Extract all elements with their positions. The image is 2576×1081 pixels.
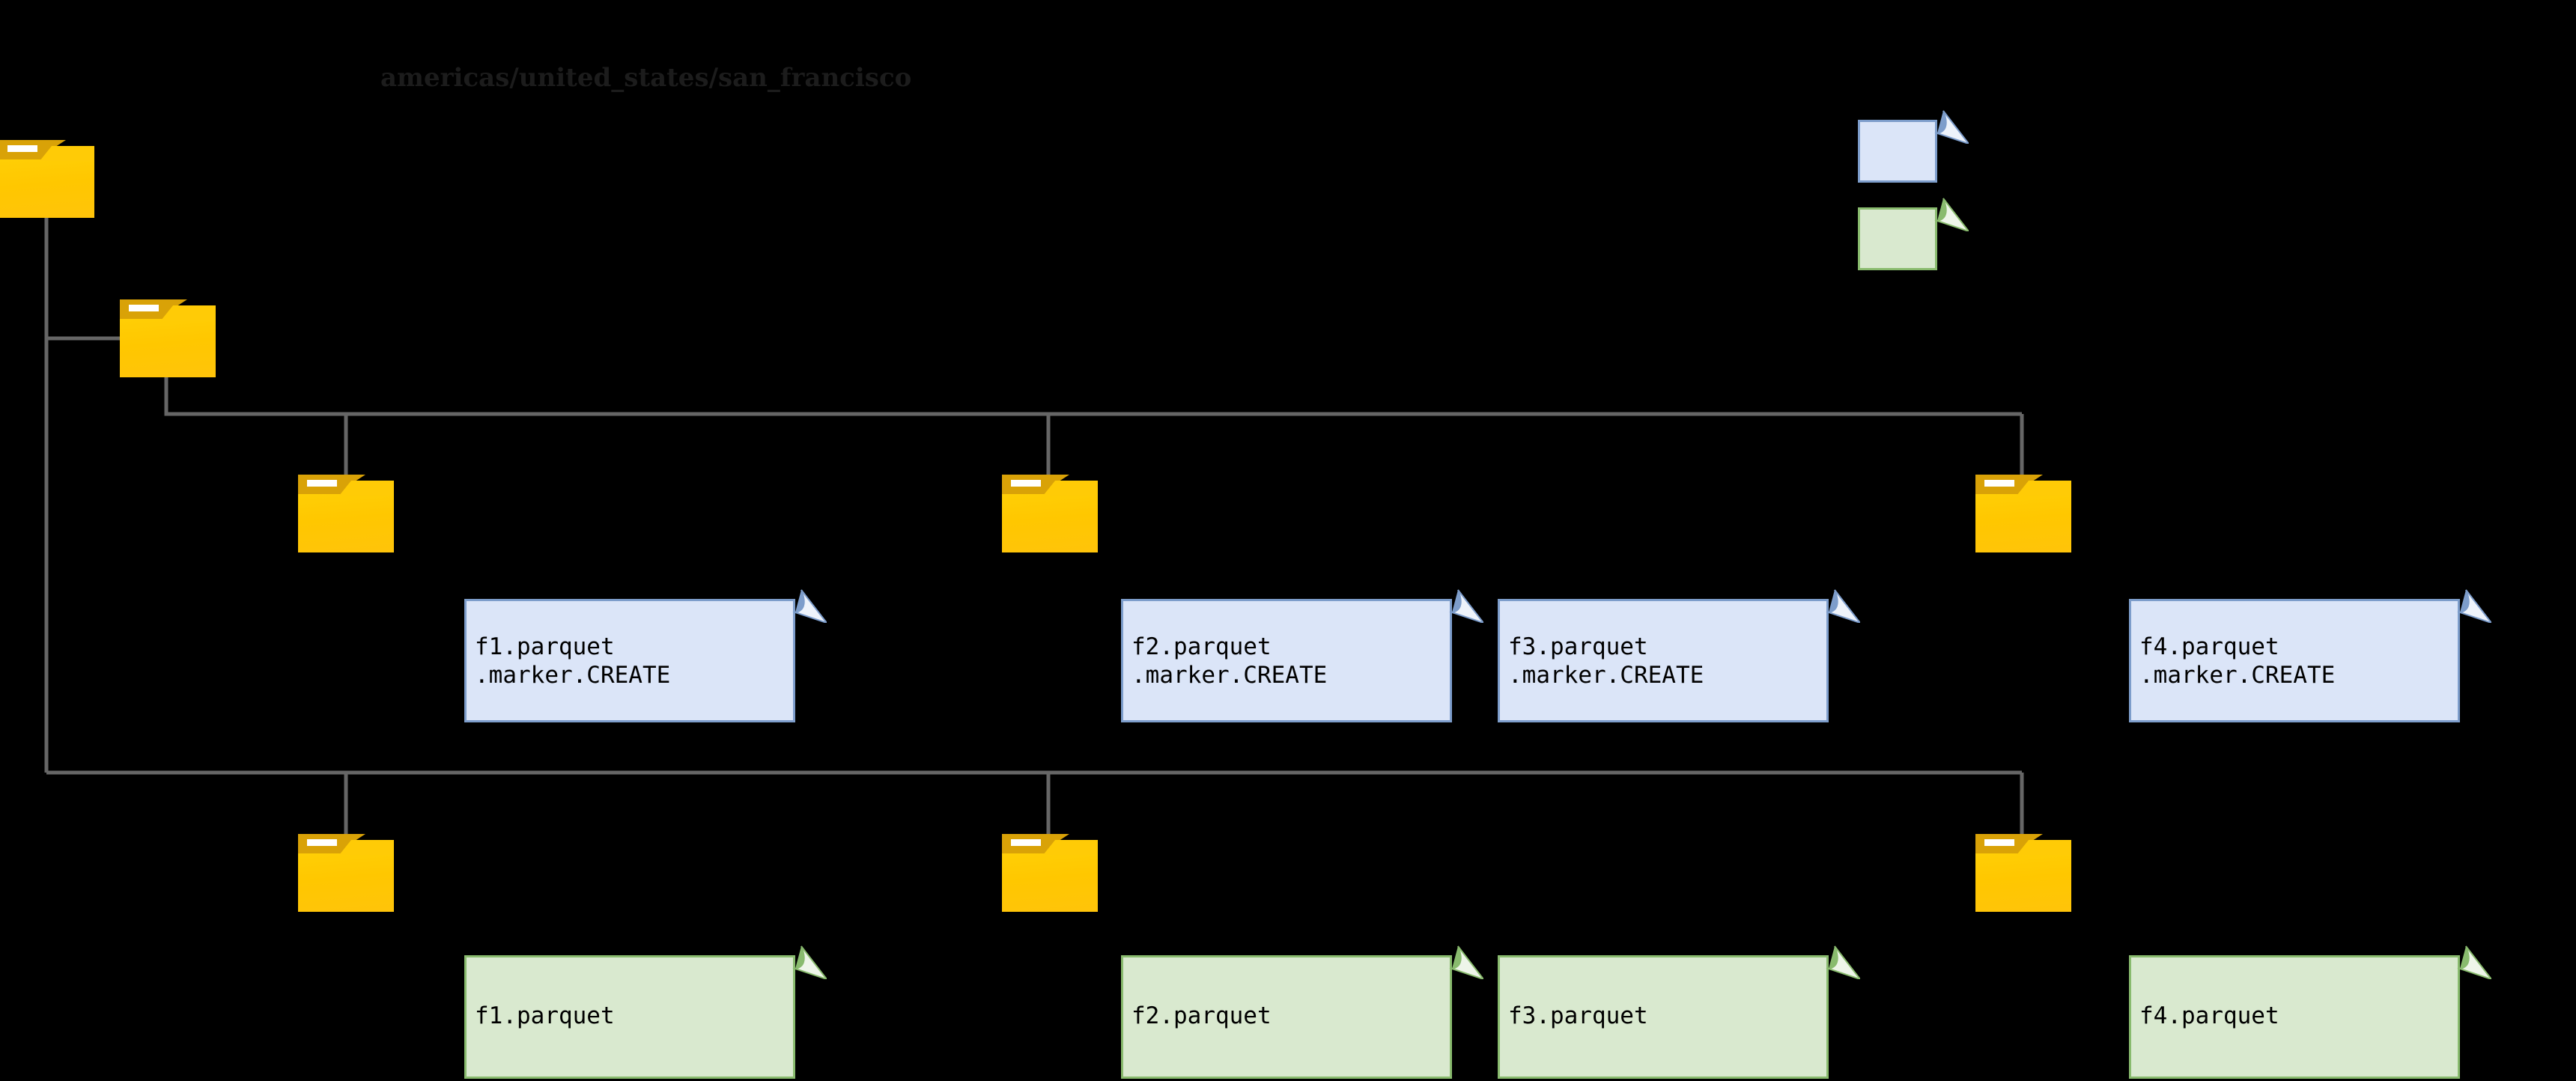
legend-swatch-marker-file bbox=[1858, 110, 1969, 183]
folder-front-flap bbox=[2017, 481, 2071, 496]
card-body bbox=[1498, 599, 1829, 722]
legend-swatch-data-file bbox=[1858, 198, 1969, 270]
marker-file-name: f2.parquet bbox=[1131, 633, 1272, 660]
folder-front-flap bbox=[1043, 840, 1098, 855]
card-body bbox=[2129, 599, 2460, 722]
folder-body bbox=[1002, 850, 1098, 912]
data-file-card-2[interactable]: f2.parquet bbox=[1121, 946, 1483, 1079]
legend-swatch-box bbox=[1858, 207, 1937, 270]
data-file-card-text: f1.parquet bbox=[475, 1002, 615, 1030]
folder-icon-child[interactable] bbox=[120, 299, 216, 377]
folder-icon-root[interactable] bbox=[0, 140, 94, 218]
folder-body bbox=[1975, 491, 2071, 552]
marker-file-card-text: f4.parquet.marker.CREATE bbox=[2139, 633, 2335, 689]
folder-label-strip bbox=[129, 305, 159, 311]
data-file-name: f1.parquet bbox=[475, 1002, 615, 1029]
marker-file-card-text: f2.parquet.marker.CREATE bbox=[1131, 633, 1327, 689]
marker-file-card-3[interactable]: f3.parquet.marker.CREATE bbox=[1498, 589, 1860, 722]
card-body bbox=[1121, 599, 1452, 722]
marker-file-card-text: f3.parquet.marker.CREATE bbox=[1508, 633, 1704, 689]
folder-body bbox=[298, 850, 394, 912]
marker-file-card-text: f1.parquet.marker.CREATE bbox=[475, 633, 670, 689]
marker-file-card-4[interactable]: f4.parquet.marker.CREATE bbox=[2129, 589, 2491, 722]
marker-file-name: f4.parquet bbox=[2139, 633, 2279, 660]
folder-icon-marker-1[interactable] bbox=[298, 475, 394, 552]
folder-icon-marker-2[interactable] bbox=[1002, 475, 1098, 552]
folder-icon-marker-3[interactable] bbox=[1975, 475, 2071, 552]
data-file-name: f3.parquet bbox=[1508, 1002, 1648, 1029]
folder-front-flap bbox=[1043, 481, 1098, 496]
legend-swatch-box bbox=[1858, 120, 1937, 183]
folder-label-strip bbox=[307, 480, 337, 487]
folder-front-flap bbox=[339, 840, 394, 855]
diagram-title: americas/united_states/san_francisco bbox=[380, 63, 912, 93]
data-file-card-text: f4.parquet bbox=[2139, 1002, 2279, 1030]
data-file-card-4[interactable]: f4.parquet bbox=[2129, 946, 2491, 1079]
marker-file-card-2[interactable]: f2.parquet.marker.CREATE bbox=[1121, 589, 1483, 722]
folder-icon-data-1[interactable] bbox=[298, 834, 394, 912]
folder-label-strip bbox=[307, 839, 337, 846]
data-file-name: f4.parquet bbox=[2139, 1002, 2279, 1029]
card-body bbox=[464, 599, 795, 722]
marker-file-suffix: .marker.CREATE bbox=[1131, 661, 1328, 689]
folder-icon-data-3[interactable] bbox=[1975, 834, 2071, 912]
data-file-card-text: f3.parquet bbox=[1508, 1002, 1648, 1030]
folder-body bbox=[1975, 850, 2071, 912]
marker-file-name: f3.parquet bbox=[1508, 633, 1648, 660]
marker-file-card-1[interactable]: f1.parquet.marker.CREATE bbox=[464, 589, 827, 722]
folder-body bbox=[298, 491, 394, 552]
folder-label-strip bbox=[7, 145, 37, 152]
folder-body bbox=[120, 316, 216, 377]
folder-body bbox=[1002, 491, 1098, 552]
data-file-name: f2.parquet bbox=[1131, 1002, 1272, 1029]
card-body bbox=[2129, 955, 2460, 1079]
marker-file-suffix: .marker.CREATE bbox=[1508, 661, 1704, 689]
data-file-card-3[interactable]: f3.parquet bbox=[1498, 946, 1860, 1079]
folder-front-flap bbox=[161, 305, 216, 320]
marker-file-name: f1.parquet bbox=[475, 633, 615, 660]
card-body bbox=[1121, 955, 1452, 1079]
folder-front-flap bbox=[40, 146, 94, 161]
folder-front-flap bbox=[339, 481, 394, 496]
folder-label-strip bbox=[1011, 480, 1041, 487]
marker-file-suffix: .marker.CREATE bbox=[475, 661, 671, 689]
marker-file-suffix: .marker.CREATE bbox=[2139, 661, 2336, 689]
folder-label-strip bbox=[1984, 480, 2014, 487]
folder-front-flap bbox=[2017, 840, 2071, 855]
card-body bbox=[1498, 955, 1829, 1079]
folder-label-strip bbox=[1011, 839, 1041, 846]
folder-label-strip bbox=[1984, 839, 2014, 846]
folder-body bbox=[0, 156, 94, 218]
data-file-card-1[interactable]: f1.parquet bbox=[464, 946, 827, 1079]
folder-icon-data-2[interactable] bbox=[1002, 834, 1098, 912]
card-body bbox=[464, 955, 795, 1079]
data-file-card-text: f2.parquet bbox=[1131, 1002, 1272, 1030]
